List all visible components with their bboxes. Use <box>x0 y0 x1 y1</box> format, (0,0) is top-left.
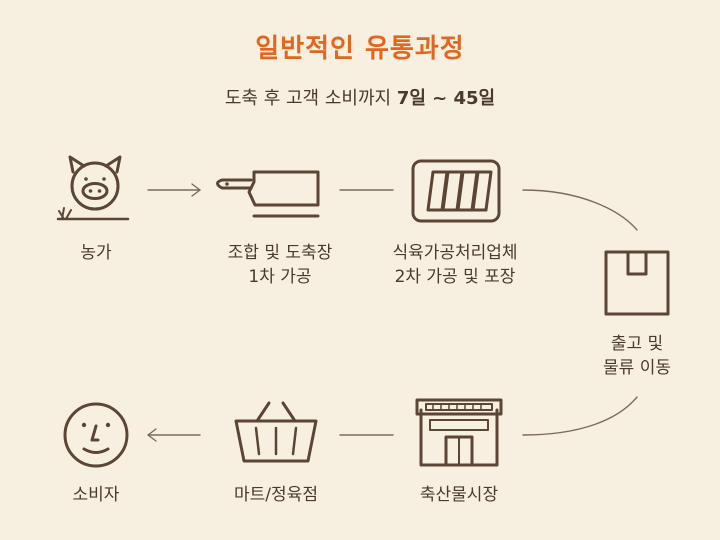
stage-label-market: 축산물시장 <box>389 483 529 507</box>
stage-label-line: 2차 가공 및 포장 <box>394 267 516 287</box>
page-subtitle: 도축 후 고객 소비까지 7일 ~ 45일 <box>0 84 720 110</box>
stage-label-line: 물류 이동 <box>603 358 671 378</box>
stage-label-shipping: 출고 및 물류 이동 <box>582 332 692 380</box>
basket-icon <box>234 401 318 463</box>
arrow-retail-to-consumer <box>147 428 201 442</box>
stage-label-line: 농가 <box>80 243 112 263</box>
stage-label-line: 축산물시장 <box>419 485 499 505</box>
face-icon <box>63 402 129 468</box>
stage-label-farm: 농가 <box>50 241 142 265</box>
box-icon <box>604 250 670 316</box>
connectors <box>147 183 638 442</box>
stage-label-line: 출고 및 <box>610 334 664 354</box>
subtitle-duration: 7일 ~ 45일 <box>396 88 496 109</box>
curve-shipping-to-market <box>522 396 638 436</box>
page-title: 일반적인 유통과정 <box>255 34 465 64</box>
cleaver-icon <box>216 170 320 218</box>
stage-label-line: 1차 가공 <box>248 267 312 287</box>
subtitle-prefix: 도축 후 고객 소비까지 <box>224 88 397 109</box>
stage-label-consumer: 소비자 <box>46 483 146 507</box>
stage-label-line: 소비자 <box>72 485 120 505</box>
curve-processing-to-shipping <box>522 189 638 231</box>
pig-icon <box>56 155 130 221</box>
stage-label-line: 식육가공처리업체 <box>392 243 518 263</box>
stage-label-slaughter: 조합 및 도축장 1차 가공 <box>195 241 365 289</box>
stage-label-retail: 마트/정육점 <box>206 483 346 507</box>
stage-label-line: 마트/정육점 <box>234 485 318 505</box>
store-icon <box>415 398 503 467</box>
stage-label-processing: 식육가공처리업체 2차 가공 및 포장 <box>365 241 545 289</box>
meat-package-icon <box>411 159 501 223</box>
arrow-farm-to-slaughter <box>147 183 201 197</box>
stage-label-line: 조합 및 도축장 <box>227 243 333 263</box>
